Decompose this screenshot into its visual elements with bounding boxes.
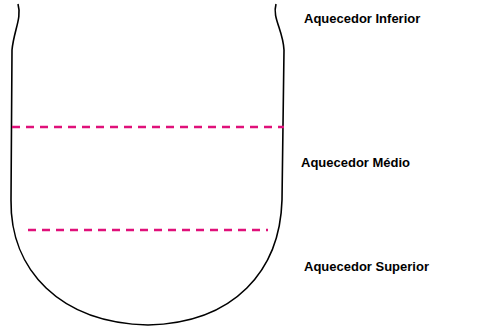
zone-label: Aquecedor Médio (301, 155, 410, 171)
vessel-outline (11, 4, 284, 325)
zone-label: Aquecedor Superior (304, 259, 429, 275)
divider-line (12, 126, 284, 129)
divider-line (28, 229, 268, 232)
zone-label: Aquecedor Inferior (304, 11, 420, 27)
